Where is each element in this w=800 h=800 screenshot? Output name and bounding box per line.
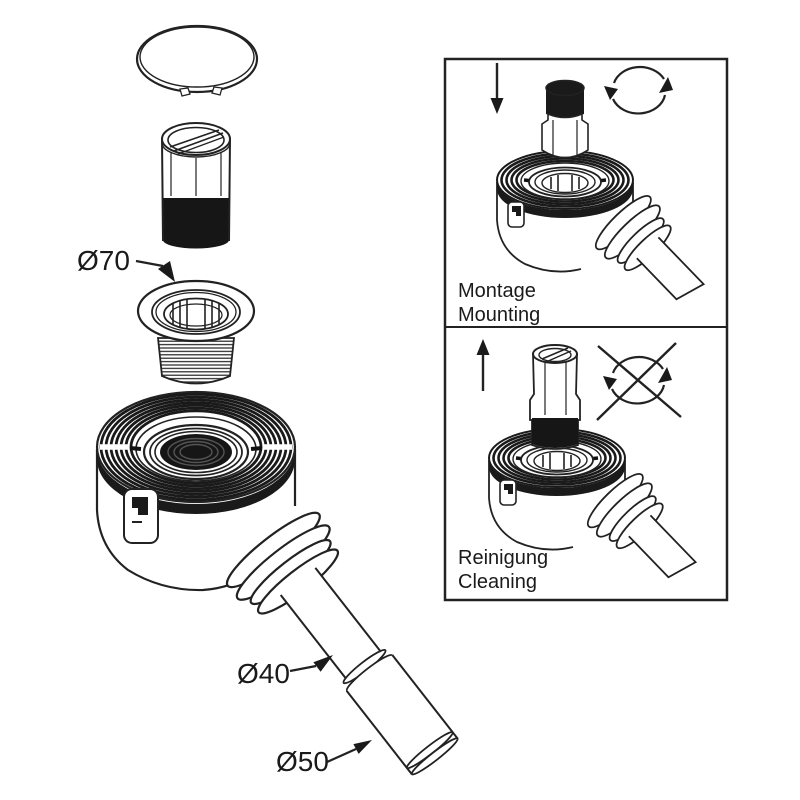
mounting-label-en: Mounting bbox=[458, 304, 540, 326]
cleaning-label-en: Cleaning bbox=[458, 571, 537, 593]
cross-line-1 bbox=[597, 345, 682, 418]
insert-coin-slot bbox=[169, 129, 225, 155]
no-rotation-icon bbox=[596, 342, 682, 421]
outlet-pipe-assembly bbox=[225, 511, 459, 776]
inner-funnel-rings bbox=[142, 423, 250, 481]
rotate-arrows-icon bbox=[604, 65, 673, 115]
drain-body bbox=[95, 390, 297, 592]
brand-emblem bbox=[123, 488, 159, 544]
flange-strainer-bars bbox=[169, 299, 223, 329]
cap-cover bbox=[135, 24, 259, 97]
leader-arrow-dia70 bbox=[135, 259, 175, 282]
panel-cleaning: Reinigung Cleaning bbox=[458, 339, 714, 601]
label-dia40: Ø40 bbox=[237, 655, 333, 689]
flange-dia70 bbox=[136, 279, 256, 385]
dia70-text: Ø70 bbox=[77, 245, 130, 276]
leader-arrow-dia50 bbox=[326, 740, 372, 764]
down-arrow-icon bbox=[490, 63, 504, 114]
cleaning-label-de: Reinigung bbox=[458, 547, 548, 569]
cap-tab-left bbox=[179, 87, 191, 97]
label-dia70: Ø70 bbox=[77, 245, 175, 282]
strainer-insert bbox=[161, 122, 231, 249]
cap-tab-right bbox=[211, 86, 223, 96]
dia40-text: Ø40 bbox=[237, 658, 290, 689]
instruction-panels: Montage Mounting bbox=[443, 57, 729, 602]
pipe-dia40 bbox=[280, 567, 382, 681]
flange-threads bbox=[157, 337, 235, 385]
cross-line-2 bbox=[596, 342, 677, 421]
insert-stub-mounting bbox=[541, 79, 589, 159]
insert-raised-cleaning bbox=[529, 344, 581, 450]
mounting-label-de: Montage bbox=[458, 280, 536, 302]
dia50-text: Ø50 bbox=[276, 746, 329, 777]
panel-mounting: Montage Mounting bbox=[458, 63, 722, 326]
up-arrow-icon bbox=[476, 339, 490, 391]
label-dia50: Ø50 bbox=[276, 740, 372, 777]
insert-thread-section bbox=[163, 198, 229, 249]
leader-arrow-dia40 bbox=[289, 655, 333, 673]
